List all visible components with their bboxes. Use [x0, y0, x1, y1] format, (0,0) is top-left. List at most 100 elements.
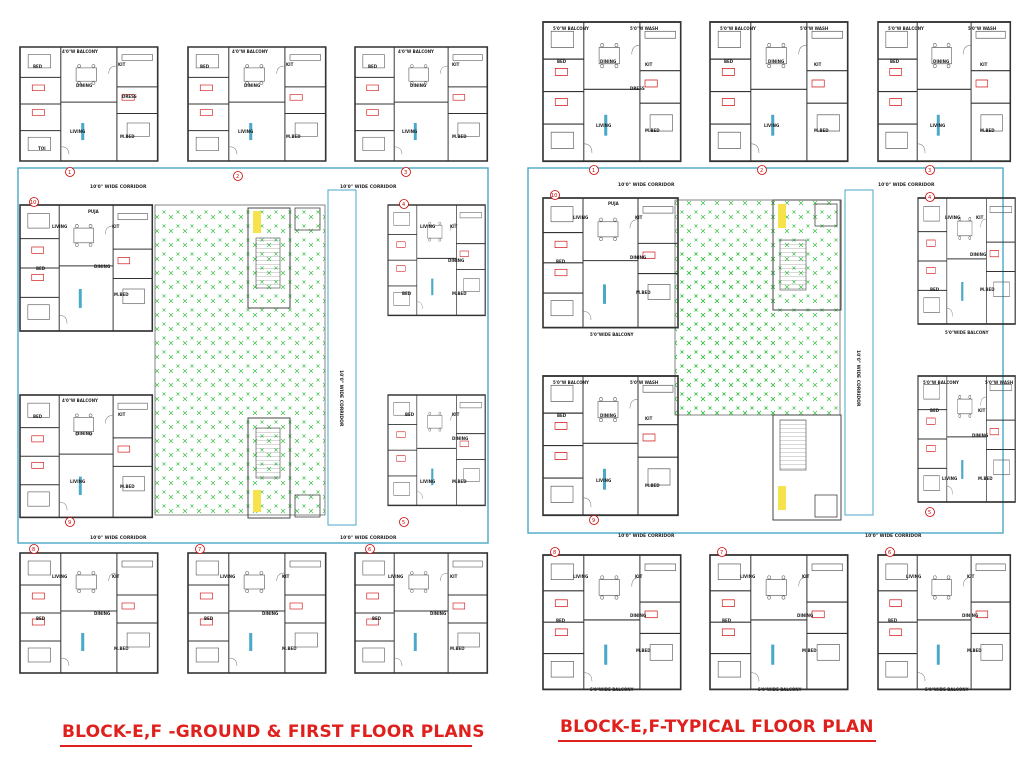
room-label: PUJA: [88, 209, 100, 214]
svg-text:6: 6: [888, 550, 891, 556]
svg-text:4: 4: [402, 202, 405, 208]
room-label: BED: [556, 259, 566, 264]
corridor-label: 10'0" WIDE CORRIDOR: [855, 350, 861, 407]
room-label: M.BED: [802, 648, 817, 653]
svg-text:8: 8: [553, 550, 556, 556]
room-label: KIT: [980, 62, 988, 67]
balcony-label: 5'0"WIDE BALCONY: [758, 687, 802, 692]
room-label: M.BED: [452, 134, 467, 139]
svg-text:10: 10: [551, 193, 557, 199]
unit-marker: 6: [365, 544, 375, 554]
corridor-label: 10'0" WIDE CORRIDOR: [338, 370, 344, 427]
corridor-label: 10'0" WIDE CORRIDOR: [340, 535, 397, 541]
room-label: BED: [405, 412, 415, 417]
unit-marker: 10: [550, 190, 560, 200]
room-label: BED: [368, 64, 378, 69]
room-label: PUJA: [608, 201, 620, 206]
room-label: LIVING: [573, 215, 588, 220]
room-label: M.BED: [114, 292, 129, 297]
room-label: M.BED: [980, 128, 995, 133]
unit-marker: 4: [925, 192, 935, 202]
room-label: KIT: [450, 574, 458, 579]
room-label: M.BED: [452, 479, 467, 484]
balcony-label: 4'0"W BALCONY: [398, 49, 434, 54]
room-label: BED: [890, 59, 900, 64]
room-label: LIVING: [945, 215, 960, 220]
room-label: LIVING: [238, 129, 253, 134]
room-label: DINING: [972, 433, 988, 438]
unit-marker: 1: [65, 167, 75, 177]
wash-label: 5'0"W WASH: [968, 26, 996, 31]
room-label: KIT: [112, 574, 120, 579]
room-label: TOI: [38, 146, 46, 151]
corridor-label: 10'0" WIDE CORRIDOR: [90, 535, 147, 541]
room-label: DINING: [410, 83, 426, 88]
svg-text:5: 5: [928, 510, 931, 516]
room-label: KIT: [118, 412, 126, 417]
svg-text:7: 7: [198, 547, 201, 553]
corridor-label: 10'0" WIDE CORRIDOR: [618, 182, 675, 188]
svg-text:4: 4: [928, 195, 931, 201]
room-label: DINING: [430, 611, 446, 616]
unit-marker: 5: [399, 517, 409, 527]
room-label: M.BED: [636, 648, 651, 653]
room-label: DINING: [94, 611, 110, 616]
room-label: BED: [722, 618, 732, 623]
svg-text:3: 3: [404, 170, 407, 176]
room-label: DINING: [797, 613, 813, 618]
room-label: DINING: [962, 613, 978, 618]
room-label: KIT: [286, 62, 294, 67]
room-label: BED: [930, 287, 940, 292]
balcony-label: 5'0"W BALCONY: [923, 380, 959, 385]
unit-marker: 4: [399, 199, 409, 209]
wash-label: 5'0"W WASH: [985, 380, 1013, 385]
room-label: LIVING: [70, 129, 85, 134]
svg-text:6: 6: [368, 547, 371, 553]
room-label: KIT: [635, 215, 643, 220]
room-label: DINING: [630, 255, 646, 260]
room-label: KIT: [112, 224, 120, 229]
room-label: KIT: [802, 574, 810, 579]
corridor-label: 10'0" WIDE CORRIDOR: [90, 184, 147, 190]
room-label: BED: [33, 414, 43, 419]
wash-label: 5'0"W WASH: [630, 26, 658, 31]
room-label: LIVING: [596, 123, 611, 128]
left-title-underline: [60, 745, 472, 747]
room-label: DINING: [262, 611, 278, 616]
room-label: DRESS: [122, 94, 137, 99]
room-label: LIVING: [573, 574, 588, 579]
room-label: BED: [204, 616, 214, 621]
left-plan-title: BLOCK-E,F -GROUND & FIRST FLOOR PLANS: [62, 722, 485, 742]
left-plan: 10'0" WIDE CORRIDOR 10'0" WIDE CORRIDOR …: [17, 46, 489, 674]
room-label: DINING: [76, 431, 92, 436]
right-plan: 10'0" WIDE CORRIDOR 10'0" WIDE CORRIDOR …: [527, 21, 1017, 692]
balcony-label: 5'0"W BALCONY: [888, 26, 924, 31]
room-label: BED: [888, 618, 898, 623]
room-label: BED: [930, 408, 940, 413]
svg-text:3: 3: [928, 168, 931, 174]
room-label: LIVING: [420, 224, 435, 229]
room-label: KIT: [976, 215, 984, 220]
svg-text:9: 9: [592, 518, 595, 524]
wash-label: 5'0"W WASH: [800, 26, 828, 31]
right-title-underline: [558, 740, 876, 742]
room-label: M.BED: [286, 134, 301, 139]
room-label: M.BED: [645, 483, 660, 488]
corridor-label: 10'0" WIDE CORRIDOR: [878, 182, 935, 188]
unit-marker: 9: [65, 517, 75, 527]
room-label: DINING: [600, 413, 616, 418]
room-label: BED: [724, 59, 734, 64]
balcony-label: 4'0"W BALCONY: [232, 49, 268, 54]
room-label: KIT: [645, 416, 653, 421]
unit-marker: 2: [757, 165, 767, 175]
svg-text:1: 1: [592, 168, 595, 174]
room-label: LIVING: [220, 574, 235, 579]
room-label: M.BED: [114, 646, 129, 651]
unit-marker: 3: [925, 165, 935, 175]
room-label: KIT: [967, 574, 975, 579]
room-label: DRESS: [630, 86, 645, 91]
balcony-label: 5'0"WIDE BALCONY: [590, 687, 634, 692]
room-label: M.BED: [282, 646, 297, 651]
room-label: LIVING: [402, 129, 417, 134]
unit-marker: 8: [29, 544, 39, 554]
